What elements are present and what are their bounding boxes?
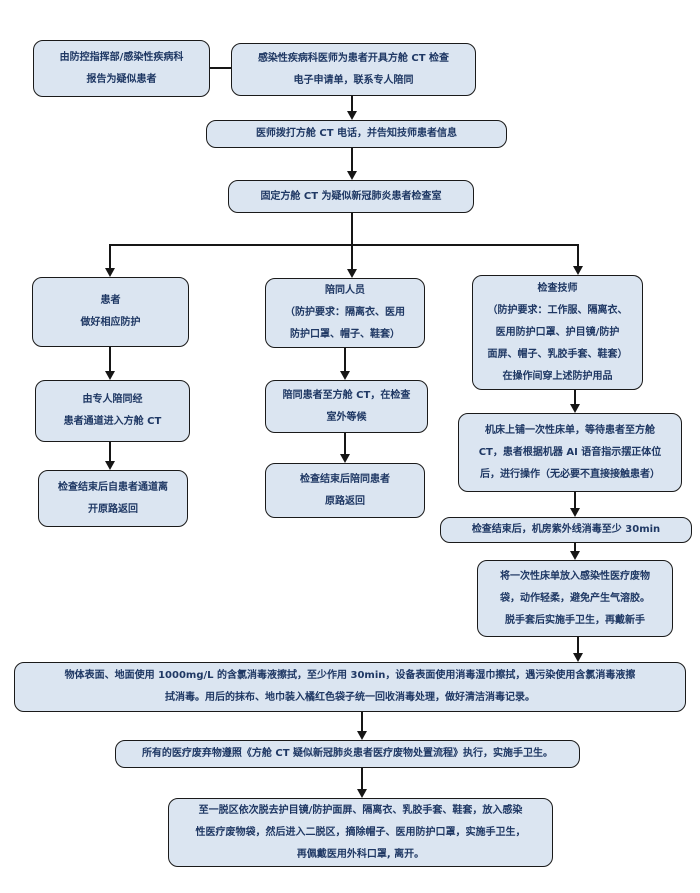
arrowhead-down-icon (347, 269, 357, 278)
text-line: 由专人陪同经 (82, 394, 143, 405)
connector-tech4-to-disinfect (577, 637, 579, 653)
connector-escort2-to-escort3 (344, 433, 346, 454)
arrowhead-down-icon (105, 268, 115, 277)
arrowhead-down-icon (340, 454, 350, 463)
flow-node-tech3: 检查结束后，机房紫外线消毒至少 30min (440, 517, 692, 543)
text-line: （防护要求：隔离衣、医用 (285, 307, 405, 318)
text-line: 将一次性床单放入感染性医疗废物 (500, 570, 650, 582)
text-line: 机床上铺一次性床单，等待患者至方舱 (485, 424, 655, 436)
text-line: CT，患者根据机器 AI 语音指示摆正体位 (478, 446, 662, 458)
arrowhead-down-icon (573, 266, 583, 275)
text-line: 原路返回 (325, 495, 365, 507)
text-line: 在操作间穿上述防护用品 (502, 370, 613, 382)
flow-node-escort3: 检查结束后陪同患者 原路返回 (265, 463, 425, 518)
flow-node-tech1: 检查技师 （防护要求：工作服、隔离衣、 医用防护口罩、护目镜/防护 面屏、帽子、… (472, 275, 643, 390)
text-line: 检查结束后陪同患者 (300, 473, 390, 485)
connector-call-to-fix (351, 148, 353, 171)
connector-patient2-to-patient3 (109, 442, 111, 461)
arrowhead-down-icon (105, 461, 115, 470)
connector-tech1-to-tech2 (574, 390, 576, 404)
text-line: 医用防护口罩、护目镜/防护 (495, 326, 620, 338)
text-line: 陪同人员 (325, 285, 365, 296)
text-line: 患者 (100, 295, 121, 306)
text-line: 医师拨打方舱 CT 电话，并告知技师患者信息 (255, 128, 458, 139)
flow-node-escort1: 陪同人员 （防护要求：隔离衣、医用 防护口罩、帽子、鞋套） (265, 278, 425, 348)
connector-fix-to-branch (351, 213, 353, 246)
text-line: 袋，动作轻柔，避免产生气溶胶。 (500, 592, 650, 604)
text-line: 所有的医疗废弃物遵照《方舱 CT 疑似新冠肺炎患者医疗废物处置流程》执行，实施手… (141, 748, 554, 759)
text-line: 后，进行操作（无必要不直接接触患者） (480, 468, 660, 480)
text-line: 检查技师 (537, 282, 578, 294)
flow-node-fix-room: 固定方舱 CT 为疑似新冠肺炎患者检查室 (228, 180, 474, 213)
connector-disinfect-to-waste (361, 712, 363, 731)
flow-node-call: 医师拨打方舱 CT 电话，并告知技师患者信息 (206, 120, 507, 148)
connector-report-to-order (210, 67, 231, 69)
arrowhead-down-icon (357, 731, 367, 740)
text-line: 患者通道进入方舱 CT (63, 416, 162, 427)
text-line: 固定方舱 CT 为疑似新冠肺炎患者检查室 (260, 190, 442, 202)
text-line: 陪同患者至方舱 CT，在检查 (282, 389, 411, 401)
text-line: 报告为疑似患者 (86, 73, 157, 85)
text-line: （防护要求：工作服、隔离衣、 (487, 304, 628, 316)
flow-node-doffing: 至一脱区依次脱去护目镜/防护面屏、隔离衣、乳胶手套、鞋套，放入感染 性医疗废物袋… (168, 798, 553, 867)
text-line: 拭消毒。用后的抹布、地巾装入橘红色袋子统一回收消毒处理，做好清洁消毒记录。 (165, 692, 535, 703)
connector-escort1-to-escort2 (344, 348, 346, 371)
flow-node-patient3: 检查结束后自患者通道离 开原路返回 (38, 470, 188, 527)
flow-node-order: 感染性疾病科医师为患者开具方舱 CT 检查 电子申请单，联系专人陪同 (231, 43, 476, 96)
connector-tech2-to-tech3 (574, 492, 576, 508)
connector-tech3-to-tech4 (574, 543, 576, 551)
flow-node-report: 由防控指挥部/感染性疾病科 报告为疑似患者 (33, 40, 210, 97)
connector-branch-to-escort (351, 246, 353, 269)
text-line: 检查结束后，机房紫外线消毒至少 30min (471, 524, 661, 535)
flow-node-patient1: 患者 做好相应防护 (32, 277, 189, 347)
connector-order-to-call (351, 96, 353, 111)
connector-branch-line (110, 244, 579, 246)
text-line: 防护口罩、帽子、鞋套） (290, 329, 400, 340)
text-line: 室外等候 (326, 411, 367, 423)
arrowhead-down-icon (347, 111, 357, 120)
arrowhead-down-icon (570, 404, 580, 413)
arrowhead-down-icon (570, 551, 580, 560)
flow-node-tech2: 机床上铺一次性床单，等待患者至方舱 CT，患者根据机器 AI 语音指示摆正体位 … (458, 413, 682, 492)
text-line: 性医疗废物袋，然后进入二脱区，摘除帽子、医用防护口罩，实施手卫生， (195, 826, 526, 838)
text-line: 物体表面、地面使用 1000mg/L 的含氯消毒液擦拭，至少作用 30min，设… (64, 670, 636, 681)
text-line: 由防控指挥部/感染性疾病科 (59, 51, 184, 63)
arrowhead-down-icon (570, 508, 580, 517)
flow-node-tech4: 将一次性床单放入感染性医疗废物 袋，动作轻柔，避免产生气溶胶。 脱手套后实施手卫… (477, 560, 673, 637)
arrowhead-down-icon (573, 653, 583, 662)
connector-branch-to-tech (577, 244, 579, 266)
text-line: 脱手套后实施手卫生，再戴新手 (505, 614, 645, 626)
text-line: 电子申请单，联系专人陪同 (293, 74, 414, 86)
connector-branch-to-patient (109, 244, 111, 268)
flow-node-waste: 所有的医疗废弃物遵照《方舱 CT 疑似新冠肺炎患者医疗废物处置流程》执行，实施手… (115, 740, 580, 768)
arrowhead-down-icon (357, 789, 367, 798)
flow-node-patient2: 由专人陪同经 患者通道进入方舱 CT (35, 380, 190, 442)
arrowhead-down-icon (347, 171, 357, 180)
connector-waste-to-doffing (361, 768, 363, 789)
text-line: 检查结束后自患者通道离 (58, 481, 168, 493)
text-line: 至一脱区依次脱去护目镜/防护面屏、隔离衣、乳胶手套、鞋套，放入感染 (198, 804, 523, 816)
text-line: 感染性疾病科医师为患者开具方舱 CT 检查 (257, 52, 450, 64)
flow-node-escort2: 陪同患者至方舱 CT，在检查 室外等候 (265, 380, 428, 433)
text-line: 开原路返回 (88, 503, 138, 515)
text-line: 做好相应防护 (80, 317, 141, 328)
arrowhead-down-icon (340, 371, 350, 380)
arrowhead-down-icon (105, 371, 115, 380)
flow-node-disinfect: 物体表面、地面使用 1000mg/L 的含氯消毒液擦拭，至少作用 30min，设… (14, 662, 686, 712)
text-line: 面屏、帽子、乳胶手套、鞋套） (487, 348, 628, 360)
text-line: 再佩戴医用外科口罩, 离开。 (296, 848, 425, 860)
connector-patient1-to-patient2 (109, 347, 111, 371)
